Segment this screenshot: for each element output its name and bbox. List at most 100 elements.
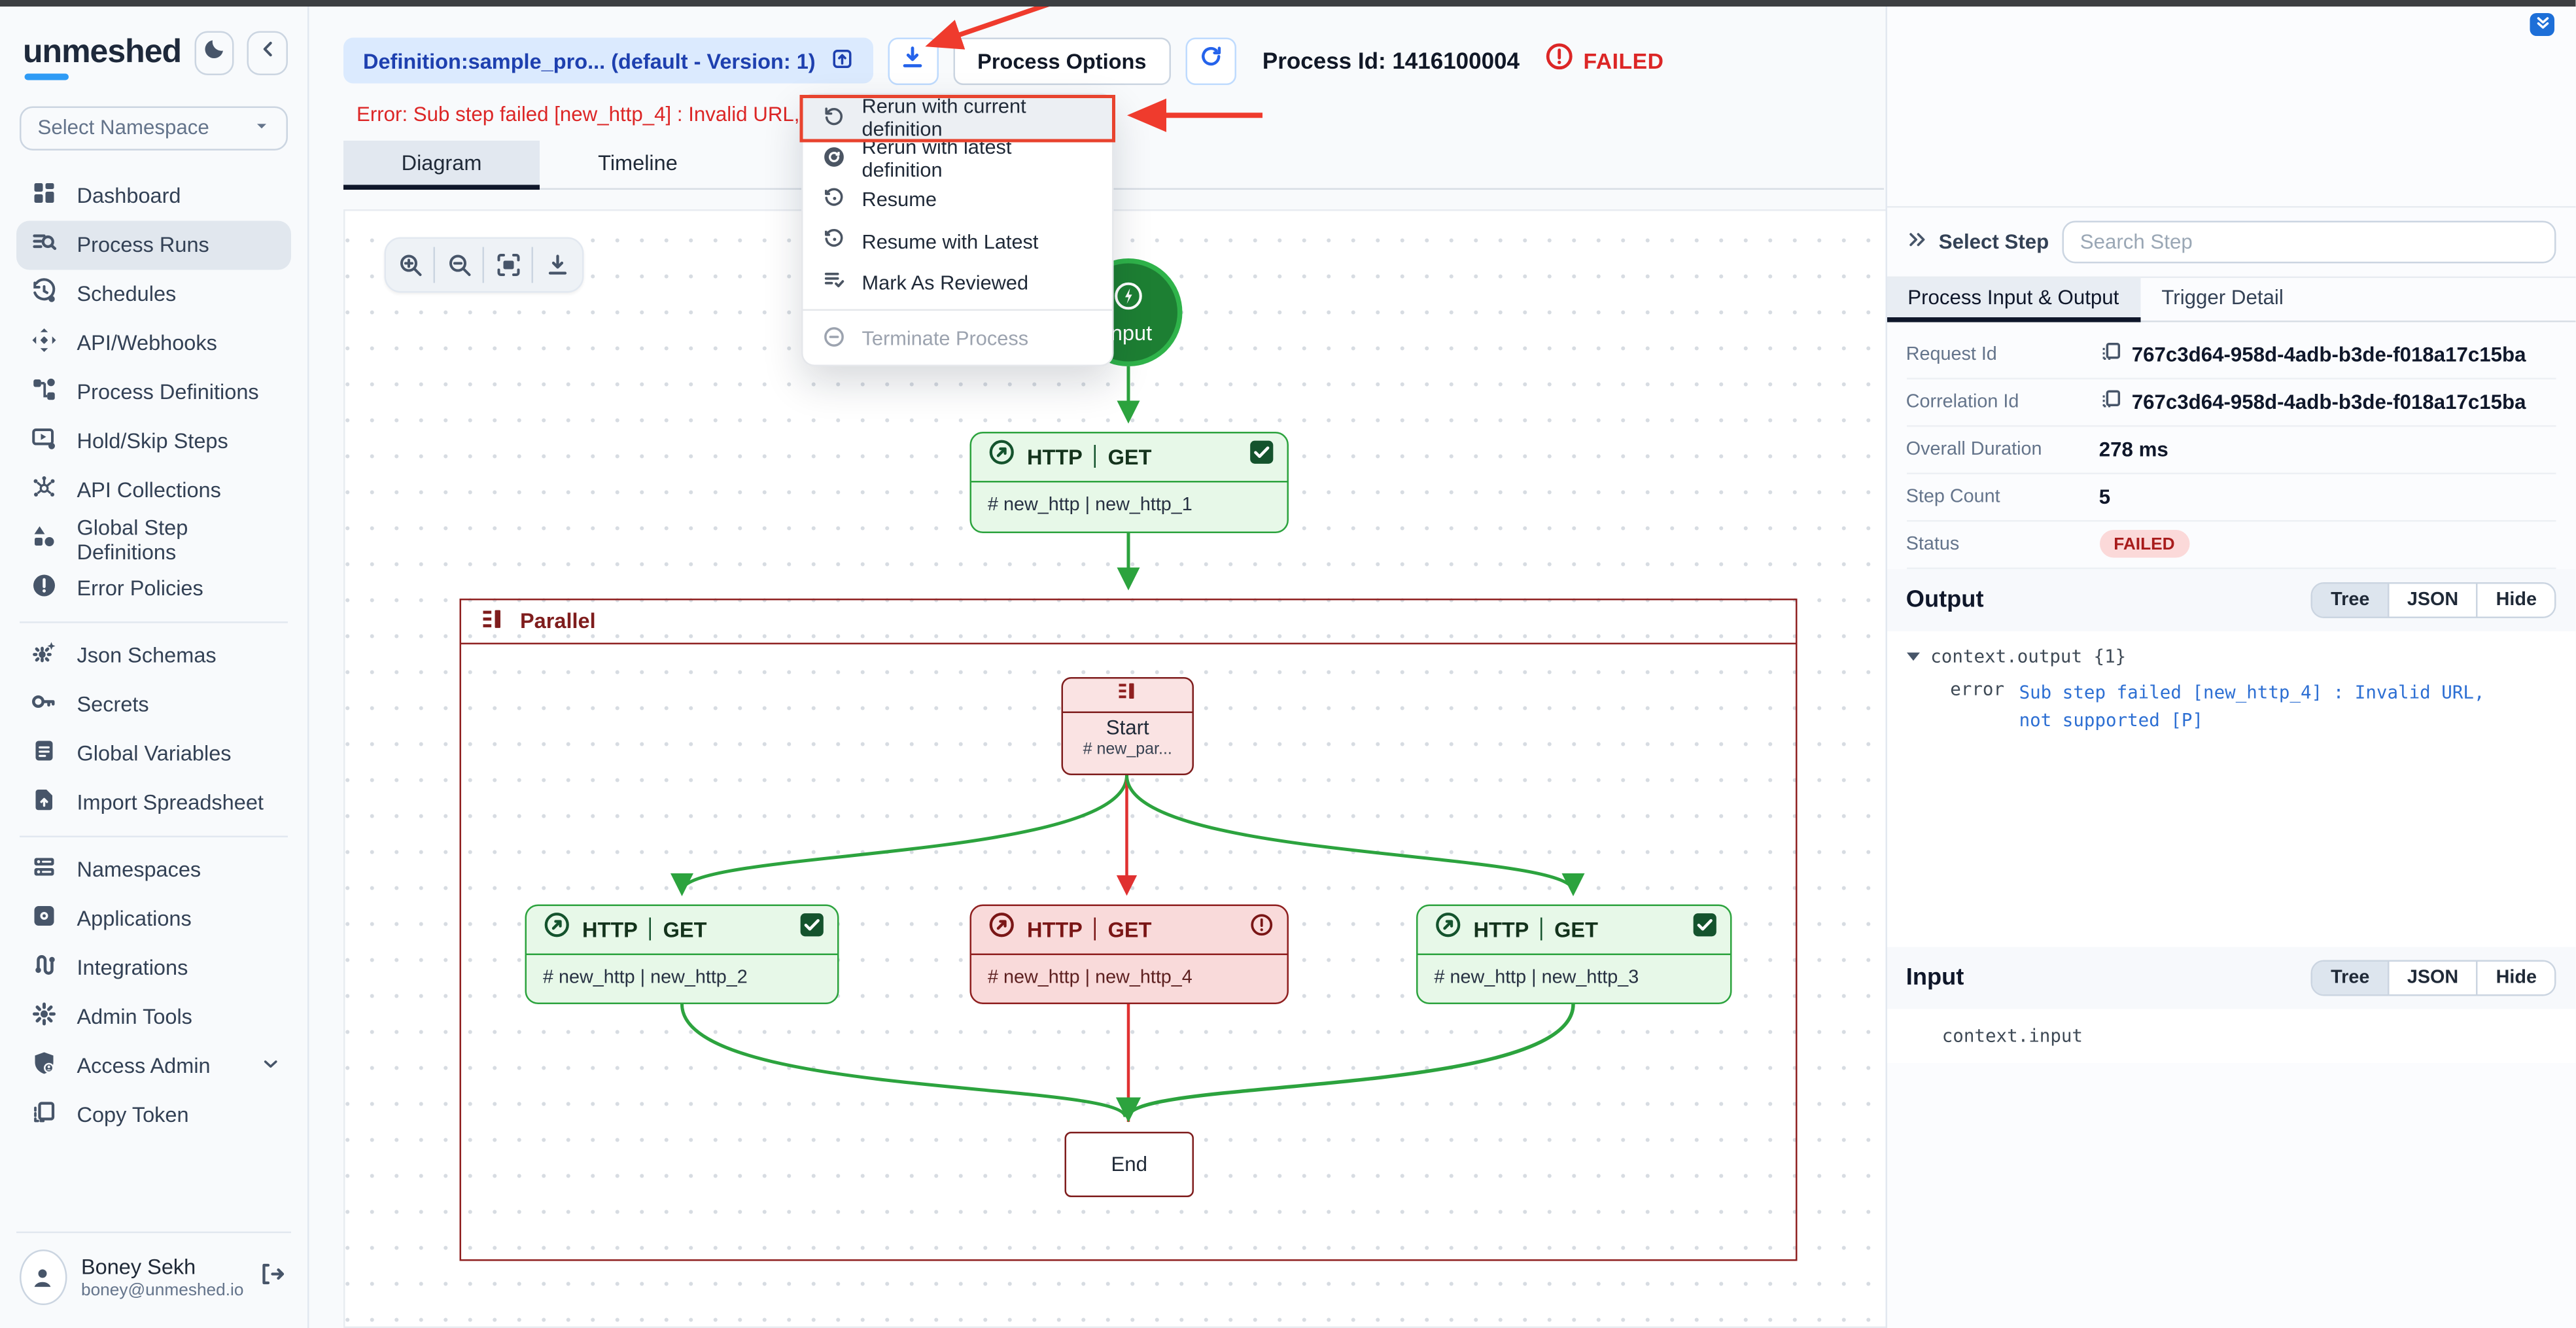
arrows-cross-icon [31,327,58,358]
server-icon [31,854,58,885]
sidebar-item-label: Copy Token [77,1102,189,1127]
sidebar-item-label: Global Step Definitions [77,514,188,564]
shapes-icon [31,523,58,555]
process-info: Request Id 767c3d64-958d-4adb-b3de-f018a… [1887,321,2576,568]
tab-trigger-detail[interactable]: Trigger Detail [2161,285,2284,309]
tab-timeline[interactable]: Timeline [598,149,678,175]
process-id-label: Process Id: 1416100004 [1262,47,1520,74]
user-profile[interactable]: Boney Sekh boney@unmeshed.io [0,1246,307,1318]
output-hide-button[interactable]: Hide [2478,583,2555,616]
menu-item-label: Terminate Process [862,327,1029,351]
lightning-icon [1112,279,1145,317]
info-label: Request Id [1906,344,1997,364]
app-box-icon [31,903,58,934]
input-json-button[interactable]: JSON [2389,960,2479,994]
sidebar-item-hold-skip-steps[interactable]: Hold/Skip Steps [16,416,291,465]
sidebar-item-label: Access Admin [77,1053,211,1078]
sidebar-item-label: Import Spreadsheet [77,790,264,815]
sidebar-item-namespaces[interactable]: Namespaces [16,845,291,894]
sidebar-item-global-step-definitions[interactable]: Global Step Definitions [16,514,291,563]
sidebar-item-api-webhooks[interactable]: API/Webhooks [16,318,291,367]
menu-item-rerun-latest[interactable]: Rerun with latest definition [803,136,1113,182]
sidebar-item-dashboard[interactable]: Dashboard [16,171,291,220]
http-arrow-icon [543,911,571,947]
select-step-label: Select Step [1938,230,2049,253]
pipe-divider [1094,445,1097,468]
process-options-button[interactable]: Process Options [952,37,1171,84]
copy-icon[interactable] [2099,388,2122,416]
parallel-container-node[interactable]: Parallel [459,597,1798,1261]
copy-icon[interactable] [2099,340,2122,368]
sidebar-item-import-spreadsheet[interactable]: Import Spreadsheet [16,778,291,827]
fit-view-button[interactable] [484,246,533,283]
sidebar-item-copy-token[interactable]: Copy Token [16,1090,291,1139]
sidebar-item-error-policies[interactable]: Error Policies [16,563,291,612]
detail-panel: Select Step Process Input & Output Trigg… [1885,5,2576,1328]
input-view-switch: Tree JSON Hide [2311,959,2556,996]
sidebar-item-label: Global Variables [77,741,232,766]
namespace-placeholder: Select Namespace [37,116,209,139]
sidebar-item-label: Json Schemas [77,642,217,668]
namespace-select[interactable]: Select Namespace [20,105,288,150]
menu-item-resume-with-latest[interactable]: Resume with Latest [803,221,1113,262]
key-icon [31,689,58,720]
output-tree-view: context.output {1} error Sub step failed… [1886,630,2576,947]
status-text: FAILED [1583,48,1664,73]
output-tree-button[interactable]: Tree [2312,583,2390,616]
history-icon [823,228,846,256]
sidebar-item-access-admin[interactable]: Access Admin [16,1041,291,1090]
tab-diagram[interactable]: Diagram [343,139,540,189]
collapse-sidebar-button[interactable] [247,30,288,75]
download-diagram-button[interactable] [533,246,582,282]
logout-icon[interactable] [258,1260,285,1295]
chevrons-right-icon[interactable] [1906,228,1928,254]
tab-process-input-output[interactable]: Process Input & Output [1886,277,2140,322]
zoom-out-button[interactable] [435,246,484,283]
tree-error-value: Sub step failed [new_http_4] : Invalid U… [2019,681,2485,731]
http-arrow-icon [988,438,1016,474]
menu-item-rerun-current[interactable]: Rerun with current definition [799,94,1115,142]
sidebar-divider [20,620,288,623]
tree-expand-icon[interactable] [1906,652,1919,660]
parallel-start-node[interactable]: Start # new_par... [1061,676,1194,775]
sidebar-item-label: Applications [77,906,192,931]
zoom-in-button[interactable] [386,246,435,283]
sidebar-item-json-schemas[interactable]: Json Schemas [16,631,291,680]
request-id-value: 767c3d64-958d-4adb-b3de-f018a17c15ba [2131,342,2526,366]
scroll-down-badge[interactable] [2530,13,2554,36]
process-toolbar: Definition:sample_pro... (default - Vers… [311,6,1885,84]
sidebar-item-api-collections[interactable]: API Collections [16,465,291,514]
menu-item-resume[interactable]: Resume [803,180,1113,221]
sidebar-divider [16,1231,291,1233]
refresh-button[interactable] [1185,37,1236,84]
dark-mode-toggle[interactable] [194,30,235,75]
open-definition-icon[interactable] [830,46,853,75]
sidebar-item-secrets[interactable]: Secrets [16,680,291,729]
output-json-button[interactable]: JSON [2389,583,2479,616]
app-logo: unmeshed [23,33,182,80]
menu-item-label: Rerun with current definition [862,95,1026,141]
sidebar-item-label: Error Policies [77,576,203,601]
download-process-button[interactable] [887,37,939,84]
input-tree-button[interactable]: Tree [2312,960,2390,994]
moon-icon [202,36,227,69]
sidebar-item-applications[interactable]: Applications [16,894,291,943]
input-hide-button[interactable]: Hide [2478,960,2555,994]
sidebar-item-global-variables[interactable]: Global Variables [16,729,291,778]
sidebar-item-admin-tools[interactable]: Admin Tools [16,992,291,1041]
menu-item-mark-as-reviewed[interactable]: Mark As Reviewed [803,262,1113,304]
menu-item-label: Resume with Latest [862,230,1039,253]
definition-pill[interactable]: Definition:sample_pro... (default - Vers… [343,37,873,84]
search-step-input[interactable] [2062,220,2556,263]
sidebar-item-process-definitions[interactable]: Process Definitions [16,367,291,416]
sidebar-item-schedules[interactable]: Schedules [16,269,291,318]
sidebar-item-integrations[interactable]: Integrations [16,943,291,992]
end-node[interactable]: End [1064,1130,1194,1197]
sidebar-item-process-runs[interactable]: Process Runs [16,220,291,270]
document-lines-icon [31,738,58,769]
